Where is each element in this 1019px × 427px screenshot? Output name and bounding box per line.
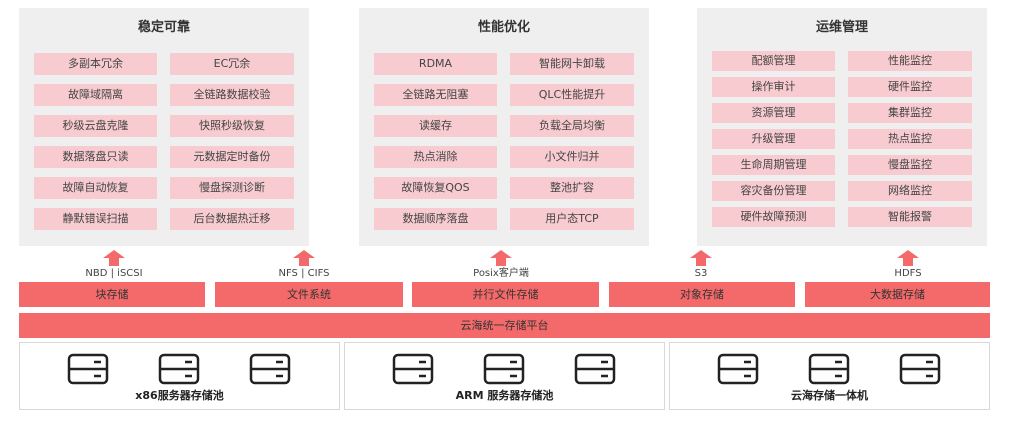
- service-bar: 块存储: [19, 282, 205, 307]
- service-bar: 对象存储: [609, 282, 795, 307]
- service-bar: 并行文件存储: [412, 282, 599, 307]
- feature-cell: 用户态TCP: [510, 208, 634, 230]
- panel-performance: 性能优化 RDMA 全链路无阻塞 读缓存 热点消除 故障恢复QOS 数据顺序落盘…: [359, 8, 649, 246]
- pool-label: ARM 服务器存储池: [455, 389, 554, 402]
- feature-cell: 智能报警: [848, 207, 972, 227]
- pool-x86: x86服务器存储池: [19, 342, 340, 410]
- feature-cell: 故障自动恢复: [34, 177, 157, 199]
- server-icon: [249, 353, 291, 385]
- feature-cell: QLC性能提升: [510, 84, 634, 106]
- protocol-label: NBD | iSCSI: [85, 268, 143, 279]
- arrow-up-icon: [293, 250, 315, 266]
- feature-cell: 升级管理: [712, 129, 835, 149]
- feature-cell: 元数据定时备份: [170, 146, 294, 168]
- pool-arm: ARM 服务器存储池: [344, 342, 665, 410]
- feature-cell: 数据顺序落盘: [374, 208, 497, 230]
- feature-cell: 生命周期管理: [712, 155, 835, 175]
- feature-cell: 整池扩容: [510, 177, 634, 199]
- arrow-up-icon: [690, 250, 712, 266]
- feature-cell: 热点消除: [374, 146, 497, 168]
- feature-cell: 慢盘探测诊断: [170, 177, 294, 199]
- server-icon: [158, 353, 200, 385]
- protocol-label: S3: [694, 268, 708, 279]
- feature-cell: 故障恢复QOS: [374, 177, 497, 199]
- service-bar: 文件系统: [215, 282, 403, 307]
- protocol-label: NFS | CIFS: [278, 268, 330, 279]
- server-icon: [899, 353, 941, 385]
- feature-cell: 全链路数据校验: [170, 84, 294, 106]
- server-icon: [808, 353, 850, 385]
- feature-cell: 容灾备份管理: [712, 181, 835, 201]
- feature-cell: 集群监控: [848, 103, 972, 123]
- feature-cell: 性能监控: [848, 51, 972, 71]
- feature-cell: 网络监控: [848, 181, 972, 201]
- feature-cell: 读缓存: [374, 115, 497, 137]
- feature-cell: EC冗余: [170, 53, 294, 75]
- feature-cell: 多副本冗余: [34, 53, 157, 75]
- pool-label: x86服务器存储池: [135, 389, 224, 402]
- server-icon: [717, 353, 759, 385]
- server-icon: [574, 353, 616, 385]
- feature-cell: 资源管理: [712, 103, 835, 123]
- server-icon: [392, 353, 434, 385]
- feature-cell: 故障域隔离: [34, 84, 157, 106]
- arrow-up-icon: [490, 250, 512, 266]
- feature-cell: 数据落盘只读: [34, 146, 157, 168]
- panel-title: 稳定可靠: [137, 20, 190, 35]
- feature-cell: 配额管理: [712, 51, 835, 71]
- feature-cell: 全链路无阻塞: [374, 84, 497, 106]
- platform-bar: 云海统一存储平台: [19, 313, 990, 338]
- feature-cell: 操作审计: [712, 77, 835, 97]
- feature-cell: 快照秒级恢复: [170, 115, 294, 137]
- feature-cell: 小文件归并: [510, 146, 634, 168]
- feature-cell: 慢盘监控: [848, 155, 972, 175]
- pool-appliance: 云海存储一体机: [669, 342, 990, 410]
- feature-cell: 智能网卡卸载: [510, 53, 634, 75]
- protocol-label: HDFS: [894, 268, 922, 279]
- feature-cell: 静默错误扫描: [34, 208, 157, 230]
- feature-cell: RDMA: [374, 53, 497, 75]
- arrow-up-icon: [897, 250, 919, 266]
- panel-title: 性能优化: [477, 20, 530, 35]
- feature-cell: 秒级云盘克隆: [34, 115, 157, 137]
- server-icon: [67, 353, 109, 385]
- feature-cell: 硬件监控: [848, 77, 972, 97]
- panel-title: 运维管理: [815, 20, 868, 35]
- feature-cell: 后台数据热迁移: [170, 208, 294, 230]
- server-icon: [483, 353, 525, 385]
- panel-reliability: 稳定可靠 多副本冗余 故障域隔离 秒级云盘克隆 数据落盘只读 故障自动恢复 静默…: [19, 8, 309, 246]
- protocol-label: Posix客户端: [473, 268, 529, 279]
- service-bar: 大数据存储: [805, 282, 990, 307]
- arrow-up-icon: [103, 250, 125, 266]
- feature-cell: 热点监控: [848, 129, 972, 149]
- feature-cell: 负载全局均衡: [510, 115, 634, 137]
- feature-cell: 硬件故障预测: [712, 207, 835, 227]
- panel-operations: 运维管理 配额管理 操作审计 资源管理 升级管理 生命周期管理 容灾备份管理 硬…: [697, 8, 987, 246]
- pool-label: 云海存储一体机: [791, 389, 868, 402]
